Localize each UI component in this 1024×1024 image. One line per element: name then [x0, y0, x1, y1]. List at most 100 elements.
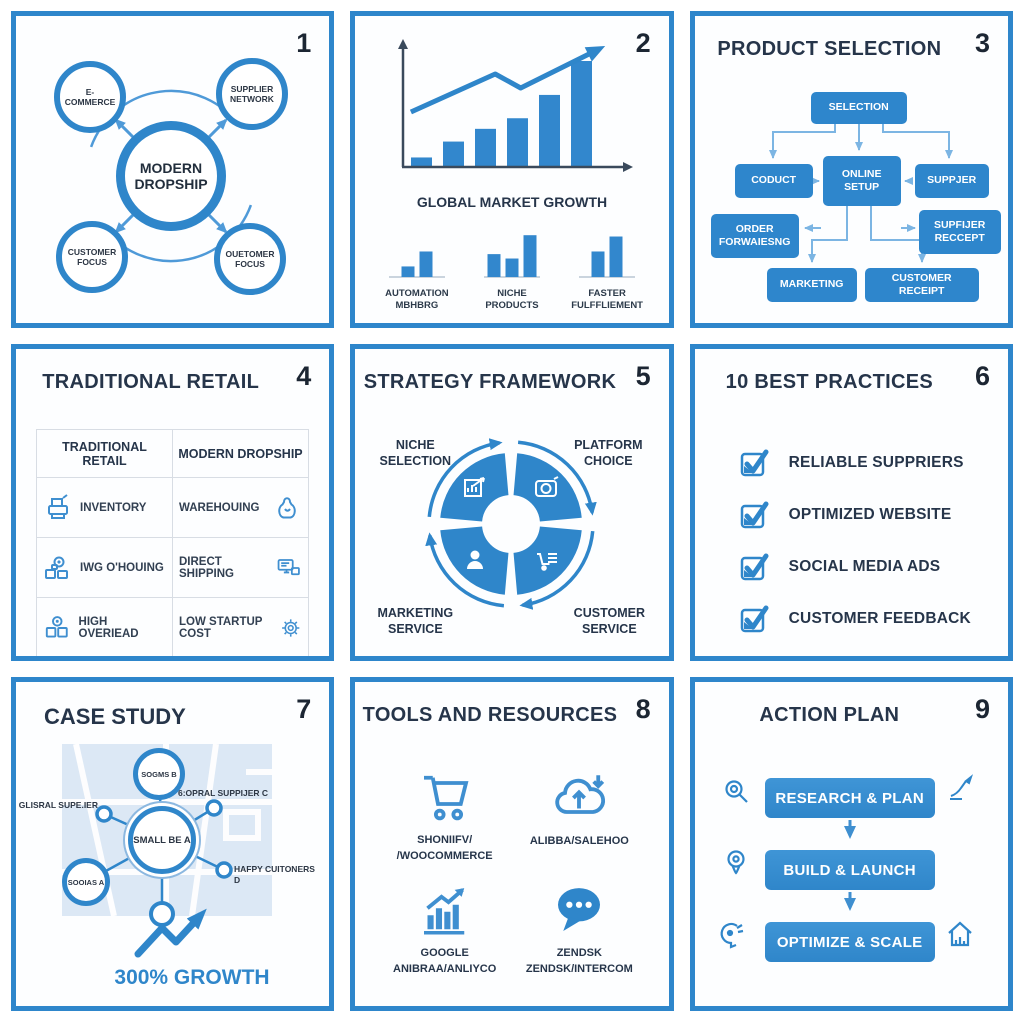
pen-icon: [949, 774, 973, 800]
chart-caption: GLOBAL MARKET GROWTH: [416, 194, 608, 210]
map-node-dot: [205, 799, 223, 817]
panel-title: STRATEGY FRAMEWORK: [363, 371, 617, 393]
column-header: TRADITIONAL RETAIL: [36, 429, 173, 478]
panel-case-study: 7 CASE STUDY: [11, 677, 335, 1011]
map-node-dot: [215, 861, 233, 879]
boxes-coin-icon: [45, 615, 68, 638]
magnifier-icon: [725, 780, 748, 803]
checkbox-checked-icon: [740, 501, 769, 529]
flow-box-online-setup: ONLINE SETUP: [822, 156, 901, 206]
hub-node-ecommerce: E-COMMERCE: [54, 61, 126, 133]
flow-box-supplier-receipt: SUPFIJER RECCEPT: [918, 210, 1001, 254]
market-growth-chart: [398, 39, 634, 172]
hub-center-node: MODERN DROPSHIP: [116, 121, 226, 231]
flow-box-order-forwarding: ORDER FORWAIESNG: [710, 214, 799, 258]
map-node-dot: [95, 805, 113, 823]
panel-title: TOOLS AND RESOURCES: [362, 704, 618, 726]
tool-label: SHONIIFV//WOOCOMMERCE: [396, 834, 493, 862]
tool-label: ALIBBA/SALEHOO: [529, 834, 629, 847]
house-growth-icon: [947, 921, 972, 947]
cell-label: IWG O'HOUING: [80, 561, 164, 574]
bars-group: [411, 61, 593, 167]
checklist-label: CUSTOMER FEEDBACK: [788, 610, 971, 627]
panel-number: 6: [974, 361, 990, 391]
panel-title: ACTION PLAN: [759, 704, 900, 726]
chat-bubble-icon: [558, 888, 601, 932]
gear-icon: [281, 618, 299, 637]
flow-box-marketing: MARKETING: [766, 268, 857, 302]
hub-node-customer-focus-2: OUETOMER FOCUS: [214, 223, 286, 295]
checkbox-checked-icon: [740, 605, 769, 633]
shopping-cart-icon: [423, 775, 469, 821]
cart-icon: [537, 553, 558, 571]
checkbox-checked-icon: [740, 449, 769, 477]
step-optimize-scale: OPTIMIZE & SCALE: [764, 922, 935, 962]
mini-bar-chart: [579, 236, 636, 278]
tool-item: SHONIIFV//WOOCOMMERCE: [377, 760, 512, 873]
panel-title: CASE STUDY: [44, 704, 186, 729]
panel-best-practices: 6 10 BEST PRACTICES RELIABLE SUPPRIERS O…: [689, 344, 1013, 661]
analytics-chart-icon: [423, 888, 464, 935]
growth-label: 300% GROWTH: [114, 966, 270, 989]
panel-traditional-retail: 4 TRADITIONAL RETAIL TRADITIONAL RETAIL …: [11, 344, 335, 661]
hub-node-supplier-network: SUPPLIER NETWORK: [216, 58, 288, 130]
cell-label: WAREHOUING: [179, 501, 260, 514]
quadrant-label-platform: PLATFORM CHOICE: [574, 438, 643, 469]
checklist-label: RELIABLE SUPPRIERS: [788, 454, 964, 471]
cell-label: HIGH OVERIEAD: [78, 615, 139, 640]
checklist-item: RELIABLE SUPPRIERS: [739, 437, 992, 489]
panel-number: 5: [635, 361, 651, 391]
chart-document-icon: [464, 477, 486, 497]
panel-number: 4: [296, 361, 312, 391]
pin-magnifier-icon: [727, 850, 745, 875]
panel-number: 1: [296, 28, 312, 58]
panel-title: TRADITIONAL RETAIL: [42, 371, 260, 393]
checklist: RELIABLE SUPPRIERS OPTIMIZED WEBSITE SOC…: [739, 437, 992, 645]
camera-icon: [535, 476, 559, 497]
cell-label: INVENTORY: [80, 501, 147, 514]
head-icon: [720, 922, 743, 949]
mini-bar-chart: [483, 235, 540, 278]
flow-box-customer-receipt: CUSTOMER RECEIPT: [864, 268, 979, 302]
action-plan-graphics: [720, 774, 973, 949]
printer-icon: [48, 493, 68, 519]
panel-number: 7: [296, 694, 312, 724]
map-label-global-supplier-c: 6:OPRAL SUPPIJER C: [178, 788, 269, 798]
map-center-node: SMALL BE A: [128, 806, 196, 874]
cell-label: DIRECT SHIPPING: [179, 555, 234, 580]
cloud-sync-icon: [555, 774, 606, 814]
trend-group: [410, 45, 606, 115]
donut-quadrant-customer: [512, 525, 583, 595]
tools-grid: SHONIIFV//WOOCOMMERCE ALIBBA/SALEHOO: [377, 760, 646, 986]
flow-box-product: CODUCT: [734, 164, 813, 198]
tool-item: ALIBBA/SALEHOO: [512, 760, 647, 873]
quadrant-label-niche: NICHE SELECTION: [379, 438, 452, 469]
panel-number: 9: [974, 694, 990, 724]
map-label-happy-customers: HAFPY CUITONERS D: [234, 864, 315, 886]
flow-box-supplier: SUPPJER: [914, 164, 989, 198]
panel-action-plan: 9 ACTION PLAN: [689, 677, 1013, 1011]
map-node-bottom-left: SOOIAS A: [62, 858, 110, 906]
panel-title: 10 BEST PRACTICES: [725, 371, 934, 393]
checklist-item: SOCIAL MEDIA ADS: [739, 541, 992, 593]
boxes-icon: [45, 556, 68, 579]
panel-number: 2: [635, 28, 651, 58]
growth-arrow: [134, 908, 207, 958]
quadrant-label-customer: CUSTOMER SERVICE: [573, 606, 645, 637]
step-build-launch: BUILD & LAUNCH: [764, 850, 935, 890]
bag-icon: [278, 496, 296, 518]
panel-number: 8: [635, 694, 651, 724]
monitor-box-icon: [278, 558, 301, 575]
checklist-label: SOCIAL MEDIA ADS: [788, 558, 941, 575]
comparison-table: TRADITIONAL RETAIL MODERN DROPSHIP INVEN…: [36, 429, 309, 656]
